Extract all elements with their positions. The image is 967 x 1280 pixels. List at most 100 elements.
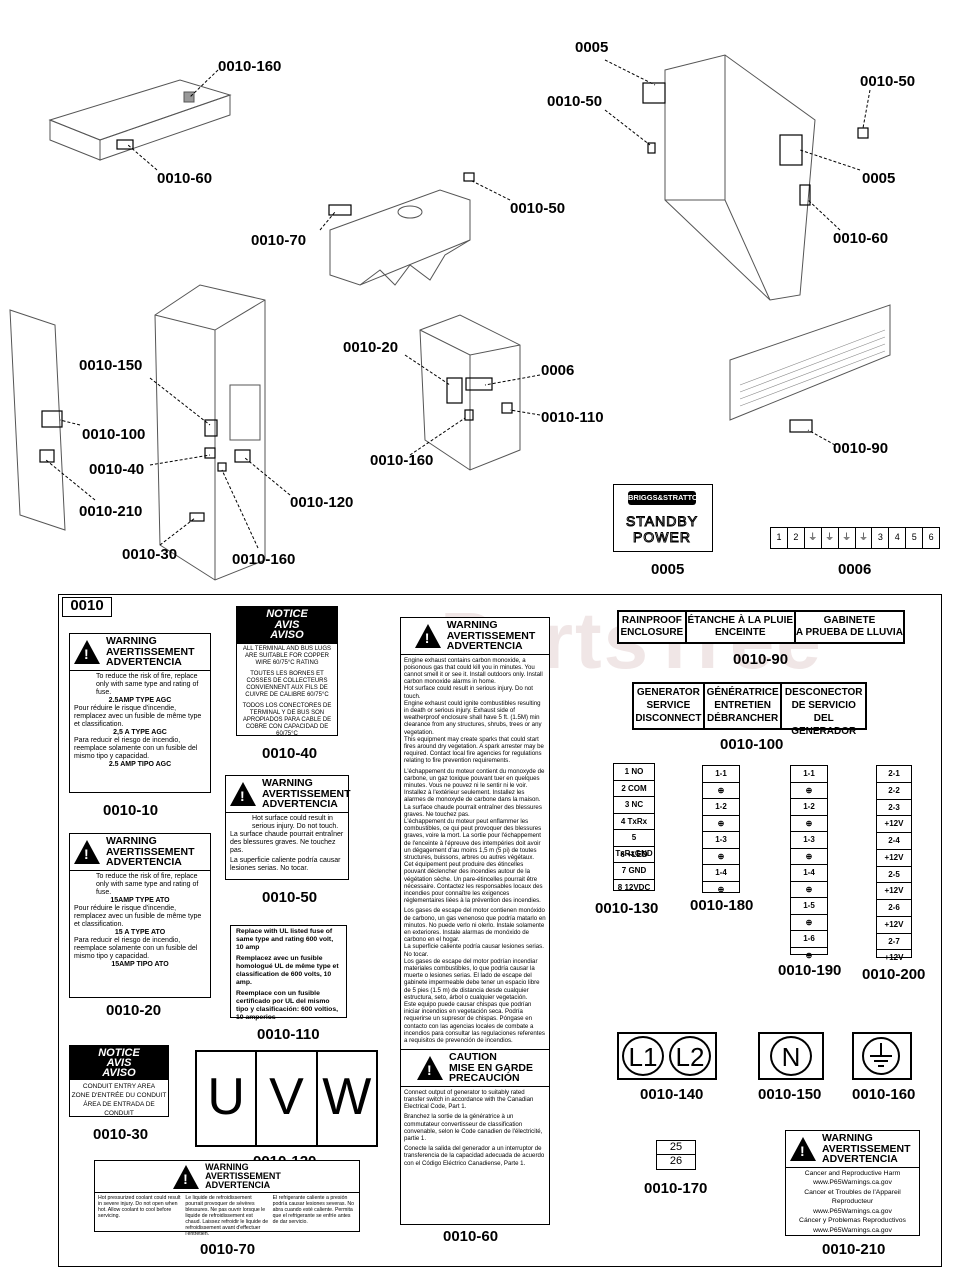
notice-text: NOTICE	[266, 608, 308, 620]
terminal-0010-200-row: 2-3	[877, 800, 911, 817]
terminal-0010-200-row: 2-2	[877, 783, 911, 800]
caution-text-fr: MISE EN GARDE	[448, 1061, 533, 1074]
caption-0010-200: 0010-200	[862, 966, 926, 983]
caption-0010-10: 0010-10	[103, 802, 159, 819]
warning-triangle-icon	[230, 781, 256, 806]
body-text: To reduce the risk of fire, replace only…	[96, 672, 199, 696]
fuse-text-fr: Remplacez avec un fusible homologué UL d…	[236, 955, 339, 986]
exhaust-warning-es: Los gases de escape del motor podrían in…	[404, 957, 540, 1001]
rainproof-text-es: GABINETE	[823, 615, 876, 626]
terminal-0010-200-row: 2-5	[877, 867, 911, 884]
gen-text: GENERATOR	[636, 687, 700, 698]
warning-text-fr: AVERTISSEMENT	[822, 1142, 911, 1155]
connect-text-es: Conecte la salida del generador a un int…	[404, 1145, 545, 1167]
prop65-text: Cancer and Reproductive Harm	[804, 1169, 901, 1177]
decal-0006-cell: 1	[771, 528, 788, 548]
decal-0010-30: NOTICE AVIS AVISO CONDUIT ENTRY AREA ZON…	[69, 1045, 169, 1117]
callout-0005: 0005	[575, 39, 609, 56]
conduit-text: CONDUIT ENTRY AREA	[82, 1083, 156, 1090]
hot-surface-warning-fr: La surface chaude pourrait entraîner des…	[404, 803, 542, 818]
callout-0010-90: 0010-90	[833, 440, 889, 457]
callout-0010-110: 0010-110	[541, 409, 604, 426]
body-text: To reduce the risk of fire, replace only…	[96, 872, 199, 896]
warning-text-fr: AVERTISSEMENT	[446, 629, 536, 642]
body-text-fr: La surface chaude pourrait entraîner des…	[230, 830, 344, 854]
decal-0006-cell: ⏚	[822, 528, 839, 548]
caution-text: CAUTION	[448, 1051, 497, 1064]
callout-0010-150: 0010-150	[79, 357, 143, 374]
terminal-0010-200-row: +12V	[877, 816, 911, 833]
disconnect-text-fr: DÉBRANCHER	[707, 713, 779, 724]
callout-0010-120: 0010-120	[290, 494, 354, 511]
terminal-0010-190-row: ⊕	[791, 783, 827, 799]
connect-text-fr: Branchez la sortie de la génératrice à u…	[404, 1113, 543, 1142]
warning-text-fr: AVERTISSEMENT	[205, 1171, 281, 1181]
briggs-logo: BRIGGS&STRATTON	[628, 491, 703, 505]
callout-0010-50: 0010-50	[547, 93, 603, 110]
terminal-0010-130-row: 7 GND	[614, 863, 654, 880]
disconnect-text-es: DEL GENERADOR	[791, 713, 857, 737]
body-text-es: Para reducir el riesgo de incendio, reem…	[74, 936, 198, 960]
terminal-0010-130-row: 5 TxRxGND	[614, 830, 654, 858]
decal-0010-40: NOTICE AVIS AVISO ALL TERMINAL AND BUS L…	[236, 606, 338, 737]
warning-triangle-icon	[414, 623, 441, 648]
terminal-0010-180-row: ⊕	[703, 849, 739, 865]
callout-0010-210: 0010-210	[79, 503, 143, 520]
terminal-0010-180-row: ⊕	[703, 816, 739, 832]
terminal-0010-190-row: 1-2	[791, 799, 827, 816]
terminal-0010-200-row: +12V	[877, 850, 911, 867]
caption-0010-30: 0010-30	[93, 1126, 149, 1143]
fuse-type-fr: 2,5 A TYPE AGC	[113, 728, 167, 736]
body-text-es: El refrigerante caliente a presión podrí…	[272, 1195, 354, 1225]
spark-warning-fr: Cet équipement peut produire des étincel…	[404, 861, 543, 905]
callout-0010-160: 0010-160	[232, 551, 296, 568]
spark-warning-es: Este equipo puede causar chispas que pod…	[404, 1001, 545, 1045]
caption-0005: 0005	[651, 561, 685, 578]
prop65-text-es: Cáncer y Problemas Reproductivos	[799, 1217, 906, 1224]
terminal-0010-130-row: 8 12VDC	[617, 882, 651, 892]
terminal-0010-190-row: ⊕	[805, 950, 813, 960]
warning-text-es: ADVERTENCIA	[106, 856, 182, 868]
decal-0010-120: U V W	[195, 1050, 378, 1147]
aviso-text: AVISO	[270, 629, 304, 641]
callout-0010-160: 0010-160	[218, 58, 282, 75]
callout-0010-60: 0010-60	[833, 230, 889, 247]
callout-0010-30: 0010-30	[122, 546, 178, 563]
warning-triangle-icon	[790, 1136, 816, 1161]
warning-text-es: ADVERTENCIA	[446, 640, 523, 652]
lug-text-fr: TOUTES LES BORNES ET COSSES DE COLLECTEU…	[245, 670, 329, 698]
service-text: SERVICE	[646, 700, 691, 711]
caption-0010-110: 0010-110	[257, 1026, 320, 1043]
terminal-0010-130-row: 6 +LED	[614, 847, 654, 863]
prop65-url-fr: www.P65Warnings.ca.gov	[813, 1207, 892, 1215]
co-warning-es: Los gases de escape del motor contienen …	[404, 907, 546, 944]
terminal-0010-190-row: ⊕	[791, 882, 827, 898]
callout-0010-50: 0010-50	[860, 73, 916, 90]
prop65-url-es: www.P65Warnings.ca.gov	[813, 1226, 892, 1234]
terminal-0010-190-row: 1-3	[791, 832, 827, 849]
body-text-es: La superficie caliente podría causar les…	[230, 856, 341, 872]
rainproof-text-fr: ÉTANCHE À LA PLUIE	[687, 615, 794, 626]
lug-text-es: TODOS LOS CONECTORES DE TERMINAL Y DE BU…	[242, 702, 332, 737]
caption-0010-160: 0010-160	[852, 1086, 916, 1103]
fuse-type: 15AMP TYPE ATO	[110, 896, 170, 904]
gen-text-es: DESCONECTOR	[784, 687, 863, 698]
prop65-url: www.P65Warnings.ca.gov	[813, 1179, 892, 1186]
callout-0010-40: 0010-40	[89, 461, 145, 478]
neutral-symbol: N	[770, 1036, 812, 1076]
terminal-0010-200-row: 2-6	[877, 900, 911, 917]
terminal-0010-130-row: 4 TxRx	[614, 814, 654, 830]
terminal-0010-190-row: ⊕	[791, 915, 827, 931]
caption-0010-170: 0010-170	[644, 1180, 708, 1197]
decal-0010-140: L1 L2	[617, 1032, 717, 1080]
standby-text: STANDBY	[625, 513, 699, 530]
body-text-fr: Le liquide de refroidissement pourrait p…	[185, 1195, 269, 1237]
decal-0010-150: N	[758, 1032, 824, 1080]
